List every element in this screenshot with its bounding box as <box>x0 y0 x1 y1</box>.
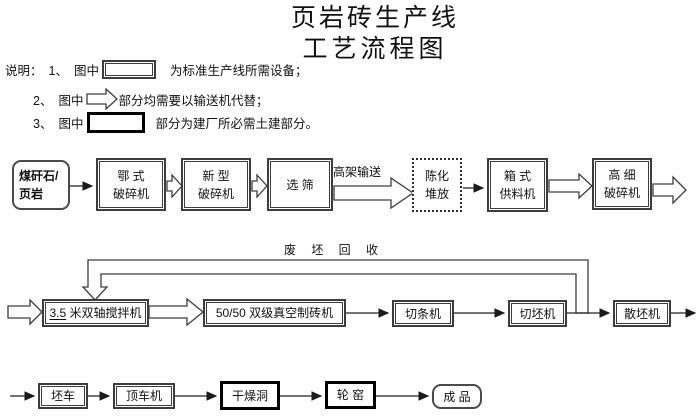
page-title: 页岩砖生产线 工艺流程图 <box>250 4 500 65</box>
node-jaw-crusher: 鄂 式 破碎机 <box>96 158 166 211</box>
page-title-line1: 页岩砖生产线 <box>290 5 459 32</box>
node-screen: 选 筛 <box>267 158 333 211</box>
node-jaw-crusher-label: 鄂 式 破碎机 <box>112 168 149 201</box>
node-twin-shaft-mixer: 3.5 米双轴搅拌机 <box>42 299 149 327</box>
node-blank-cutter: 切坯机 <box>508 300 567 327</box>
node-aging-stockpile-label: 陈化 堆放 <box>424 169 449 201</box>
hollow-arrow-feeder-to-fine <box>548 172 593 200</box>
legend-item-2-number: 2、 <box>33 93 53 108</box>
legend-item-3: 3、 图中 部分为建厂所必需土建部分。 <box>33 112 318 133</box>
node-fine-crusher: 高 细 破碎机 <box>592 158 652 210</box>
node-fine-crusher-label: 高 细 破碎机 <box>603 168 640 200</box>
node-vacuum-brick-machine: 50/50 双级真空制砖机 <box>203 299 346 327</box>
node-new-crusher-label: 新 型 破碎机 <box>197 168 234 201</box>
hollow-arrow-jaw-to-new <box>166 173 183 199</box>
node-box-feeder: 箱 式 供料机 <box>487 158 548 212</box>
standard-box-symbol <box>101 60 156 79</box>
legend-item-3-desc: 部分为建厂所必需土建部分。 <box>155 117 318 131</box>
node-pusher-label: 顶车机 <box>125 389 162 403</box>
mixer-size-number: 3.5 <box>49 306 67 320</box>
legend-item-3-number: 3、 <box>33 117 53 131</box>
legend-item-1: 说明： 1、 图中 为标准生产线所需设备； <box>5 60 308 79</box>
node-pusher: 顶车机 <box>113 383 175 409</box>
legend-item-2-desc: 部分均需要以输送机代替； <box>118 93 269 108</box>
node-aging-stockpile: 陈化 堆放 <box>412 158 462 212</box>
node-screen-label: 选 筛 <box>286 177 314 192</box>
node-raw-material: 煤矸石/ 页岩 <box>12 160 70 210</box>
node-blank-spreader: 散坯机 <box>613 300 671 327</box>
node-strip-cutter-label: 切条机 <box>404 306 441 321</box>
node-finished-product-label: 成 品 <box>443 389 471 404</box>
conveyor-arrow-symbol <box>86 88 119 110</box>
hollow-arrow-row1-exit <box>652 175 687 205</box>
legend-item-1-number: 1、 <box>48 64 68 78</box>
node-blank-spreader-label: 散坯机 <box>623 306 660 321</box>
page-title-line2: 工艺流程图 <box>302 35 448 63</box>
node-drying-tunnel-label: 干燥洞 <box>231 388 268 403</box>
node-strip-cutter: 切条机 <box>392 300 454 327</box>
node-ring-kiln-label: 轮 窑 <box>336 388 365 402</box>
hollow-arrow-row2-entry <box>7 298 43 326</box>
node-twin-shaft-mixer-label: 3.5 米双轴搅拌机 <box>49 304 141 322</box>
node-box-feeder-label: 箱 式 供料机 <box>499 169 536 201</box>
legend-heading: 说明： <box>5 64 43 78</box>
node-blank-car-label: 坯车 <box>50 389 75 403</box>
waste-recycle-label: 废 坯 回 收 <box>284 243 385 257</box>
node-drying-tunnel: 干燥洞 <box>220 381 280 410</box>
hollow-arrow-mixer-to-brick <box>148 297 205 327</box>
elevated-conveyor-label: 高架输送 <box>333 165 382 179</box>
node-vacuum-brick-machine-label: 50/50 双级真空制砖机 <box>215 306 334 320</box>
node-blank-car: 坯车 <box>38 383 88 409</box>
node-raw-material-label: 煤矸石/ 页岩 <box>19 169 59 201</box>
node-blank-cutter-label: 切坯机 <box>519 306 556 321</box>
mixer-name-text: 米双轴搅拌机 <box>66 306 142 320</box>
legend-item-3-word: 图中 <box>58 117 84 131</box>
legend-item-1-desc: 为标准生产线所需设备； <box>169 64 308 78</box>
node-finished-product: 成 品 <box>432 384 482 409</box>
civil-box-symbol <box>87 112 146 133</box>
hollow-arrow-elevated-conveyor <box>333 176 415 210</box>
legend-item-2: 2、 图中 部分均需要以输送机代替； <box>33 88 268 110</box>
legend-item-1-word: 图中 <box>73 64 99 78</box>
legend-item-2-word: 图中 <box>58 93 84 108</box>
hollow-arrow-new-to-screen <box>251 173 268 199</box>
node-new-crusher: 新 型 破碎机 <box>181 158 251 211</box>
node-ring-kiln: 轮 窑 <box>325 381 376 409</box>
